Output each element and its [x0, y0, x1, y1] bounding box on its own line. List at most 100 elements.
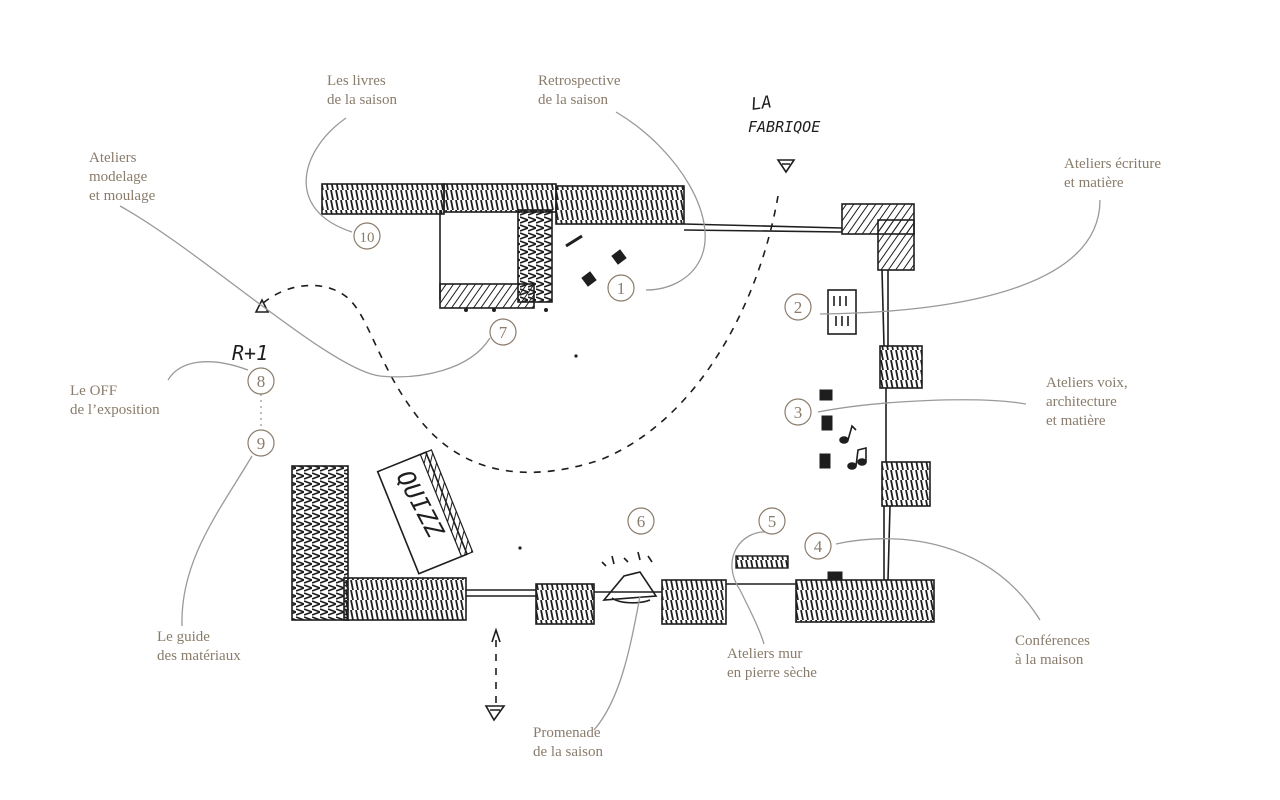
leader-8 [167, 361, 249, 381]
station-markers: 1 2 3 4 5 6 7 8 9 10 [247, 222, 832, 560]
label-station-5: Ateliers mur en pierre sèche [727, 645, 817, 683]
wall-top-left [321, 183, 445, 215]
wall-bottom-left [343, 577, 467, 621]
station-number-4: 4 [814, 537, 823, 556]
station-number-10: 10 [360, 230, 375, 246]
easel-marks [833, 296, 849, 326]
label-station-9-line1: Le guide [157, 629, 210, 645]
label-station-5-line1: Ateliers mur [727, 646, 803, 662]
wall-inner-bottom [439, 283, 535, 309]
up-arrow [491, 627, 501, 643]
object-speaker-2 [821, 415, 833, 431]
station-marker-1: 1 [607, 274, 635, 302]
label-station-10-line2: de la saison [327, 92, 397, 108]
wall-sw-vertical [291, 465, 349, 621]
label-station-2: Ateliers écriture et matière [1064, 155, 1161, 193]
wall-top-mid [443, 183, 557, 213]
label-station-9: Le guide des matériaux [157, 628, 241, 666]
label-station-6-line2: de la saison [533, 744, 603, 760]
label-station-3-line2: architecture [1046, 394, 1117, 410]
wall-bottom-mid [535, 583, 595, 625]
path-arrows [254, 159, 796, 722]
label-station-10-line1: Les livres [327, 73, 386, 89]
station-marker-4: 4 [804, 532, 832, 560]
station-number-7: 7 [499, 323, 508, 342]
station-marker-2: 2 [784, 293, 812, 321]
label-station-3-line3: et matière [1046, 413, 1106, 429]
station-number-2: 2 [794, 298, 803, 317]
object-speaker-3 [819, 453, 831, 469]
wall-ne-leg [877, 219, 915, 271]
station-marker-9: 9 [247, 429, 275, 457]
leader-9 [181, 455, 253, 627]
quiz-panel [376, 449, 474, 575]
label-station-10: Les livres de la saison [327, 72, 397, 110]
scatter-dots [464, 308, 578, 550]
walls [291, 183, 935, 625]
station-number-9: 9 [257, 434, 266, 453]
object-diamond-2 [581, 271, 597, 287]
label-station-9-line2: des matériaux [157, 648, 241, 664]
label-station-7-line2: modelage [89, 169, 148, 185]
label-station-1: Retrospective de la saison [538, 72, 620, 110]
station-marker-3: 3 [784, 398, 812, 426]
label-station-5-line2: en pierre sèche [727, 665, 817, 681]
music-notes [839, 424, 867, 470]
wall-top-right [555, 185, 685, 225]
station-marker-5: 5 [758, 507, 786, 535]
station-number-8: 8 [257, 372, 266, 391]
label-station-4-line1: Conférences [1015, 633, 1090, 649]
object-small-table [827, 571, 843, 581]
leader-10 [305, 117, 353, 233]
leader-5 [731, 531, 769, 645]
object-easel-2 [827, 289, 857, 335]
label-station-3: Ateliers voix, architecture et matière [1046, 374, 1128, 431]
label-station-6-line1: Promenade [533, 725, 601, 741]
label-station-1-line1: Retrospective [538, 73, 621, 89]
label-station-7-line1: Ateliers [89, 150, 137, 166]
wall-east-lower [881, 461, 931, 507]
label-station-4: Conférences à la maison [1015, 632, 1090, 670]
label-station-8-line1: Le OFF [70, 383, 118, 399]
leader-4 [835, 538, 1041, 621]
object-speaker-1 [819, 389, 833, 401]
object-diamond-1 [611, 249, 627, 265]
promenade-object [601, 551, 658, 604]
station-marker-10: 10 [353, 222, 381, 250]
leader-7 [119, 205, 491, 378]
station-number-1: 1 [617, 279, 626, 298]
station-number-6: 6 [637, 512, 646, 531]
station-number-5: 5 [768, 512, 777, 531]
entrance-label-line1: LA [750, 92, 773, 115]
label-station-8: Le OFF de l’exposition [70, 382, 160, 420]
wall-bottom-right [795, 579, 935, 623]
wall-east-upper [879, 345, 923, 389]
entrance-label-line2: FABRIQOE [748, 118, 820, 136]
label-station-2-line2: et matière [1064, 175, 1124, 191]
leader-1 [615, 111, 706, 291]
station-marker-7: 7 [489, 318, 517, 346]
station-marker-6: 6 [627, 507, 655, 535]
label-station-3-line1: Ateliers voix, [1046, 375, 1128, 391]
label-station-7: Ateliers modelage et moulage [89, 149, 155, 206]
leader-3 [817, 399, 1027, 413]
stair-arrow [254, 298, 270, 313]
object-stroke-1 [565, 234, 583, 248]
leader-lines [119, 111, 1101, 731]
object-wall-section-5 [735, 555, 789, 569]
label-station-8-line2: de l’exposition [70, 402, 160, 418]
station-marker-8: 8 [247, 367, 275, 395]
visitor-path [261, 195, 779, 704]
station-number-3: 3 [794, 403, 803, 422]
objects [565, 234, 857, 581]
label-station-4-line2: à la maison [1015, 652, 1084, 668]
exit-arrow [484, 705, 506, 722]
wall-lines [439, 210, 891, 597]
label-station-2-line1: Ateliers écriture [1064, 156, 1162, 172]
floor-label: R+1 [232, 341, 268, 365]
entrance-arrow [776, 159, 796, 174]
leader-6 [593, 595, 641, 731]
label-station-1-line2: de la saison [538, 92, 608, 108]
